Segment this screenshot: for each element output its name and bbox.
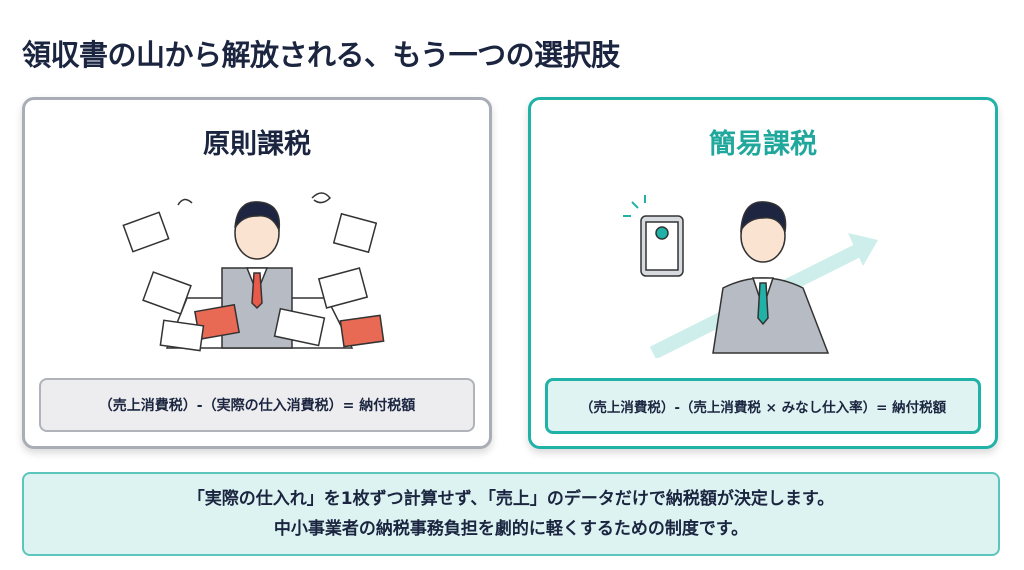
card-heading: 簡易課税 bbox=[709, 129, 817, 160]
stressed-man-with-papers-illustration bbox=[122, 192, 385, 352]
simplified-taxation-card: 簡易課税 （売上消費税）-（売上消費税 × みなし仕入率）= 納付税額 bbox=[528, 97, 998, 449]
summary-line-2: 中小事業者の納税事務負担を劇的に軽くするための制度です。 bbox=[273, 519, 749, 539]
summary-line-1: 「実際の仕入れ」を1枚ずつ計算せず、「売上」のデータだけで納税額が決定します。 bbox=[187, 489, 835, 509]
simplified-formula: （売上消費税）-（売上消費税 × みなし仕入率）= 納付税額 bbox=[545, 378, 981, 434]
standard-taxation-card: 原則課税 （売上消費税）-（実際の仕入消費税）= 納付税額 bbox=[22, 97, 492, 449]
confident-man-with-tablet-illustration bbox=[623, 195, 878, 358]
card-heading: 原則課税 bbox=[203, 129, 311, 160]
standard-formula: （売上消費税）-（実際の仕入消費税）= 納付税額 bbox=[39, 378, 475, 432]
summary-box: 「実際の仕入れ」を1枚ずつ計算せず、「売上」のデータだけで納税額が決定します。 … bbox=[22, 472, 1000, 556]
page-title: 領収書の山から解放される、もう一つの選択肢 bbox=[22, 38, 620, 72]
